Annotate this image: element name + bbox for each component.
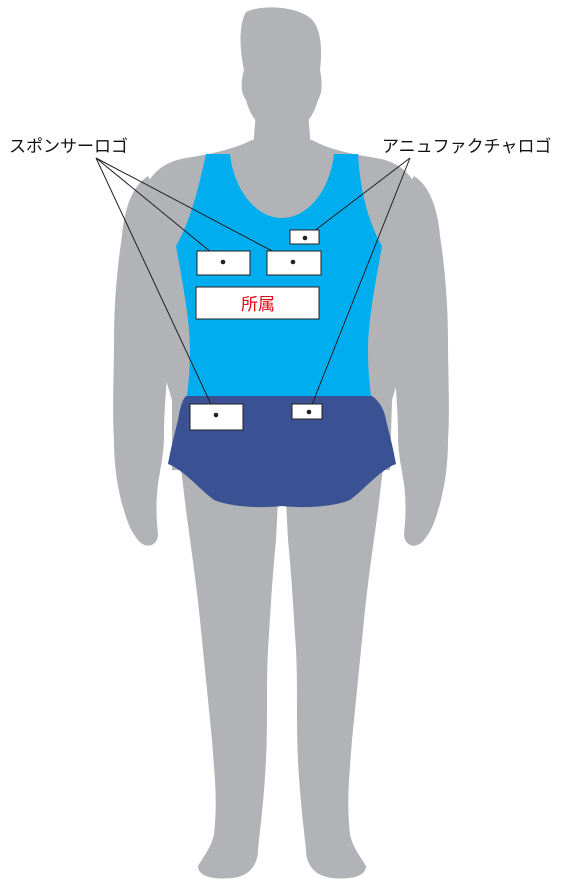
left-leg [180, 460, 280, 879]
dot-sponsor-chest-left [221, 260, 226, 265]
dot-maker-chest [303, 236, 308, 241]
right-leg [284, 460, 384, 879]
right-arm [384, 176, 449, 546]
dot-sponsor-chest-right [291, 260, 296, 265]
sponsor-logo-label: スポンサーロゴ [9, 136, 128, 157]
dot-sponsor-shorts [214, 413, 219, 418]
manufacturer-logo-label: アニュファクチャロゴ [382, 136, 552, 157]
left-arm [113, 176, 178, 546]
dot-maker-shorts [307, 410, 312, 415]
affiliation-label: 所属 [241, 295, 275, 315]
